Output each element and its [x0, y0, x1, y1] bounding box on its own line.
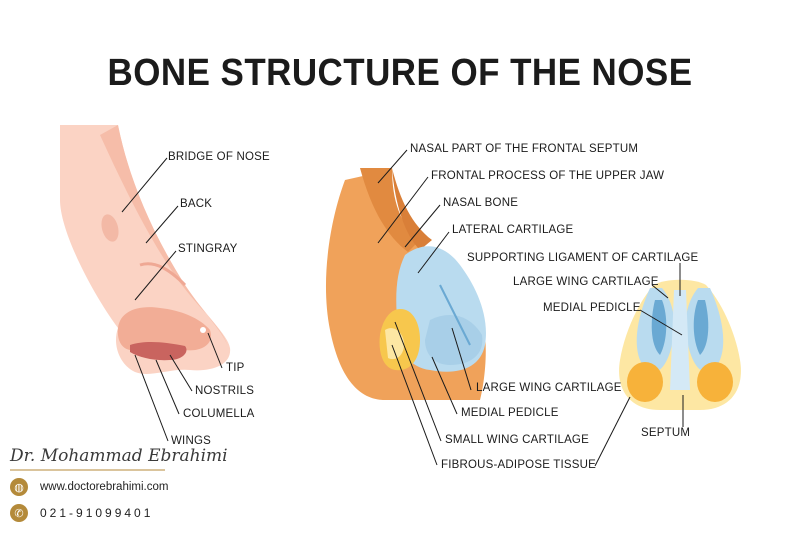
- page-title: BONE STRUCTURE OF THE NOSE: [107, 52, 693, 94]
- external-nose-illustration: [60, 125, 231, 374]
- label-supporting-ligament: SUPPORTING LIGAMENT OF CARTILAGE: [467, 252, 699, 264]
- label-nasal-part-frontal-septum: NASAL PART OF THE FRONTAL SEPTUM: [410, 143, 639, 155]
- label-stingray: STINGRAY: [178, 243, 238, 255]
- brand-signature: Dr. Mohammad Ebrahimi: [10, 446, 228, 466]
- website-link[interactable]: www.doctorebrahimi.com: [40, 481, 169, 493]
- label-medial-pedicle-frontal: MEDIAL PEDICLE: [543, 302, 641, 314]
- phone-icon: ✆: [10, 504, 28, 522]
- label-tip: TIP: [226, 362, 245, 374]
- globe-icon: ◍: [10, 478, 28, 496]
- website-row[interactable]: ◍ www.doctorebrahimi.com: [10, 477, 270, 497]
- label-frontal-process-upper-jaw: FRONTAL PROCESS OF THE UPPER JAW: [431, 170, 665, 182]
- label-large-wing-cartilage-lateral: LARGE WING CARTILAGE: [476, 382, 622, 394]
- label-small-wing-cartilage: SMALL WING CARTILAGE: [445, 434, 589, 446]
- frontal-cartilage-illustration: [619, 279, 741, 410]
- label-nostrils: NOSTRILS: [195, 385, 255, 397]
- label-nasal-bone: NASAL BONE: [443, 197, 519, 209]
- label-large-wing-cartilage-frontal: LARGE WING CARTILAGE: [513, 276, 659, 288]
- label-lateral-cartilage: LATERAL CARTILAGE: [452, 224, 574, 236]
- label-medial-pedicle-lateral: MEDIAL PEDICLE: [461, 407, 559, 419]
- label-columella: COLUMELLA: [183, 408, 255, 420]
- phone-row[interactable]: ✆ 021-91099401: [10, 503, 270, 523]
- middle-leader-lines: [377, 149, 472, 466]
- right-leader-lines: [594, 263, 684, 467]
- label-fibrous-adipose-tissue: FIBROUS-ADIPOSE TISSUE: [441, 459, 596, 471]
- label-bridge-of-nose: BRIDGE OF NOSE: [168, 151, 270, 163]
- label-septum: SEPTUM: [641, 427, 691, 439]
- lateral-skeleton-illustration: [325, 168, 486, 400]
- label-back: BACK: [180, 198, 213, 210]
- label-wings: WINGS: [171, 435, 211, 447]
- phone-number[interactable]: 021-91099401: [40, 506, 154, 520]
- left-leader-lines: [121, 157, 223, 442]
